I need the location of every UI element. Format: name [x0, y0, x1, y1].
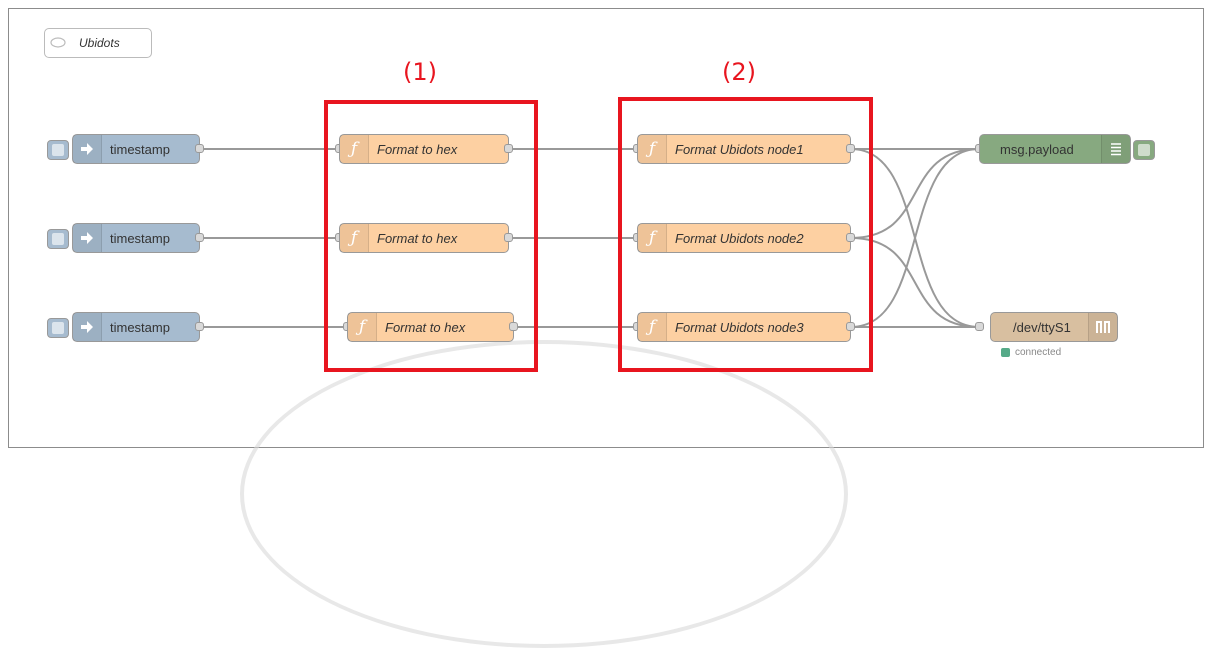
serial-label: /dev/ttyS1	[1013, 319, 1071, 335]
function-node[interactable]: ƒ Format to hex	[339, 134, 509, 164]
flow-wires	[200, 147, 980, 329]
watermark-seal	[240, 340, 848, 648]
output-port[interactable]	[846, 233, 855, 242]
inject-arrow-icon	[73, 224, 102, 252]
serial-status: connected	[1001, 347, 1061, 358]
function-icon: ƒ	[638, 313, 667, 341]
function-icon: ƒ	[348, 313, 377, 341]
inject-node[interactable]: timestamp	[72, 223, 200, 253]
function-label: Format Ubidots node2	[675, 230, 804, 246]
function-label: Format Ubidots node1	[675, 141, 804, 157]
output-port[interactable]	[509, 322, 518, 331]
comment-node[interactable]: Ubidots	[44, 28, 152, 58]
serial-port-icon	[1088, 313, 1117, 341]
debug-label: msg.payload	[1000, 141, 1074, 157]
output-port[interactable]	[195, 144, 204, 153]
serial-out-node[interactable]: /dev/ttyS1	[990, 312, 1118, 342]
debug-node[interactable]: msg.payload	[979, 134, 1131, 164]
inject-node[interactable]: timestamp	[72, 134, 200, 164]
output-port[interactable]	[846, 322, 855, 331]
input-port[interactable]	[975, 322, 984, 331]
function-node[interactable]: ƒ Format to hex	[339, 223, 509, 253]
output-port[interactable]	[195, 322, 204, 331]
output-port[interactable]	[846, 144, 855, 153]
wire	[850, 148, 980, 328]
inject-arrow-icon	[73, 313, 102, 341]
status-indicator-icon	[1001, 348, 1010, 357]
function-icon: ƒ	[340, 224, 369, 252]
inject-label: timestamp	[110, 319, 170, 335]
output-port[interactable]	[195, 233, 204, 242]
highlight-label-1: (1)	[403, 58, 437, 86]
debug-toggle-button[interactable]	[1133, 140, 1155, 160]
inject-trigger-button[interactable]	[47, 140, 69, 160]
comment-icon	[45, 37, 71, 49]
function-icon: ƒ	[638, 224, 667, 252]
highlight-box-2	[618, 97, 873, 372]
function-icon: ƒ	[340, 135, 369, 163]
function-node[interactable]: ƒ Format to hex	[347, 312, 514, 342]
function-label: Format to hex	[377, 141, 458, 157]
output-port[interactable]	[504, 144, 513, 153]
function-label: Format to hex	[385, 319, 466, 335]
inject-arrow-icon	[73, 135, 102, 163]
list-icon	[1101, 135, 1130, 163]
inject-label: timestamp	[110, 141, 170, 157]
function-node[interactable]: ƒ Format Ubidots node1	[637, 134, 851, 164]
comment-label: Ubidots	[79, 36, 120, 50]
inject-trigger-button[interactable]	[47, 229, 69, 249]
output-port[interactable]	[504, 233, 513, 242]
wire	[850, 148, 980, 239]
function-label: Format to hex	[377, 230, 458, 246]
wire	[850, 237, 980, 328]
inject-trigger-button[interactable]	[47, 318, 69, 338]
highlight-box-1	[324, 100, 538, 372]
highlight-label-2: (2)	[722, 58, 756, 86]
function-node[interactable]: ƒ Format Ubidots node2	[637, 223, 851, 253]
function-label: Format Ubidots node3	[675, 319, 804, 335]
inject-label: timestamp	[110, 230, 170, 246]
status-text: connected	[1015, 347, 1062, 358]
inject-node[interactable]: timestamp	[72, 312, 200, 342]
function-icon: ƒ	[638, 135, 667, 163]
